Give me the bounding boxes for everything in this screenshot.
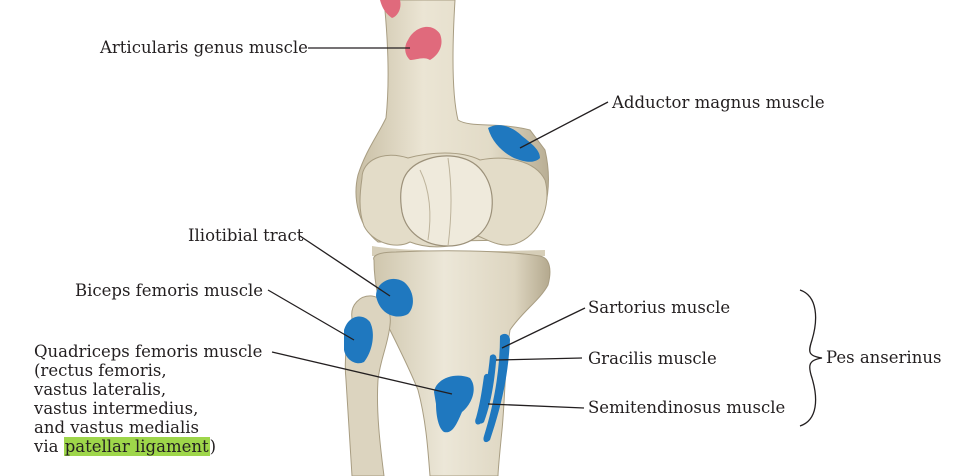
quadriceps-line-1: Quadriceps femoris muscle	[34, 342, 263, 361]
articularis-genus-label: Articularis genus muscle	[100, 38, 308, 57]
biceps-femoris-insertion	[344, 316, 373, 364]
leader-adductor-magnus	[519, 101, 609, 149]
adductor-magnus-label: Adductor magnus muscle	[612, 93, 825, 112]
patellar-ligament-highlight: patellar ligament	[63, 437, 210, 456]
quadriceps-label: Quadriceps femoris muscle (rectus femori…	[34, 342, 304, 456]
quadriceps-line-3: vastus lateralis,	[34, 380, 167, 399]
quadriceps-line-2: (rectus femoris,	[34, 361, 167, 380]
leader-gracilis	[495, 357, 583, 361]
sartorius-insertion	[483, 333, 510, 443]
leader-quadriceps	[271, 351, 453, 395]
semitendinosus-insertion	[475, 373, 490, 425]
pes-anserinus-label: Pes anserinus	[826, 348, 942, 367]
quadriceps-line-5: and vastus medialis	[34, 418, 199, 437]
leader-lines	[267, 47, 823, 427]
gracilis-label: Gracilis muscle	[588, 349, 717, 368]
quadriceps-suffix: )	[209, 437, 217, 456]
leader-iliotibial-tract	[299, 235, 391, 297]
articularis-genus-upper-patch	[380, 0, 401, 18]
iliotibial-tract-insertion	[376, 278, 413, 317]
quadriceps-tibial-tuberosity	[434, 375, 474, 433]
leader-semitendinosus	[487, 403, 585, 409]
quadriceps-via-prefix: via	[34, 437, 64, 456]
pes-anserinus-brace	[799, 289, 823, 427]
iliotibial-tract-label: Iliotibial tract	[188, 226, 304, 245]
quadriceps-line-4: vastus intermedius,	[34, 399, 199, 418]
semitendinosus-label: Semitendinosus muscle	[588, 398, 786, 417]
leader-sartorius	[501, 307, 586, 349]
articularis-genus-origin	[405, 26, 442, 61]
sartorius-label: Sartorius muscle	[588, 298, 731, 317]
leader-biceps-femoris	[267, 289, 355, 341]
quadriceps-line-6: via patellar ligament)	[34, 437, 304, 456]
biceps-femoris-label: Biceps femoris muscle	[75, 281, 264, 300]
adductor-magnus-insertion	[488, 125, 540, 162]
patella	[400, 155, 493, 247]
